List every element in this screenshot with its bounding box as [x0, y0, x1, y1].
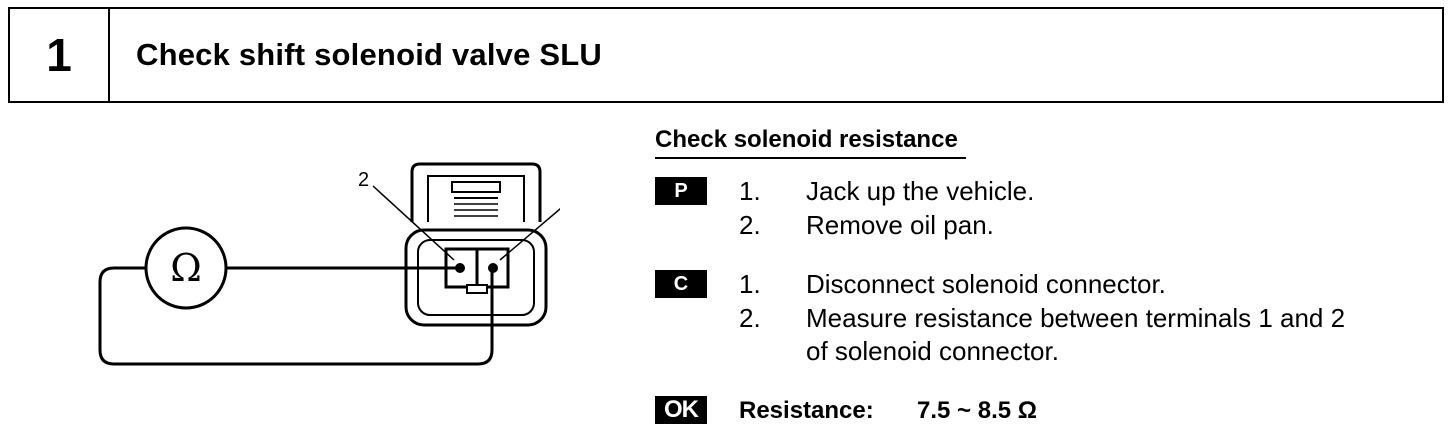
lead-wire-bottom — [98, 266, 494, 366]
connector-housing — [404, 228, 548, 327]
step-number: 1 — [10, 9, 110, 101]
p-step-1-text: Jack up the vehicle. — [806, 176, 1035, 206]
p-badge: P — [655, 177, 707, 205]
connector-housing-inner — [417, 239, 535, 316]
step-title: Check shift solenoid valve SLU — [136, 37, 602, 72]
section-heading: Check solenoid resistance — [655, 126, 966, 159]
solenoid-connector-diagram: 2 1 Ω — [98, 162, 560, 366]
p-step-2-number: 2. — [739, 210, 761, 240]
c-step-2-text: Measure resistance between terminals 1 a… — [806, 303, 1346, 333]
c-step-1-number: 1. — [739, 269, 761, 299]
step-header: 1 Check shift solenoid valve SLU — [8, 7, 1444, 103]
connector-latch — [410, 162, 542, 222]
c-step-2-number: 2. — [739, 303, 761, 333]
terminal-2-label: 2 — [358, 169, 369, 191]
resistance-label: Resistance: — [739, 397, 874, 424]
p-step-2-text: Remove oil pan. — [806, 210, 994, 240]
ok-badge: OK — [655, 396, 707, 424]
c-step-2-continuation: of solenoid connector. — [806, 336, 1059, 366]
c-badge: C — [655, 270, 707, 298]
c-step-1-text: Disconnect solenoid connector. — [806, 269, 1166, 299]
ohm-symbol: Ω — [170, 246, 202, 290]
p-step-1-number: 1. — [739, 176, 761, 206]
resistance-value: 7.5 ~ 8.5 Ω — [917, 397, 1037, 424]
